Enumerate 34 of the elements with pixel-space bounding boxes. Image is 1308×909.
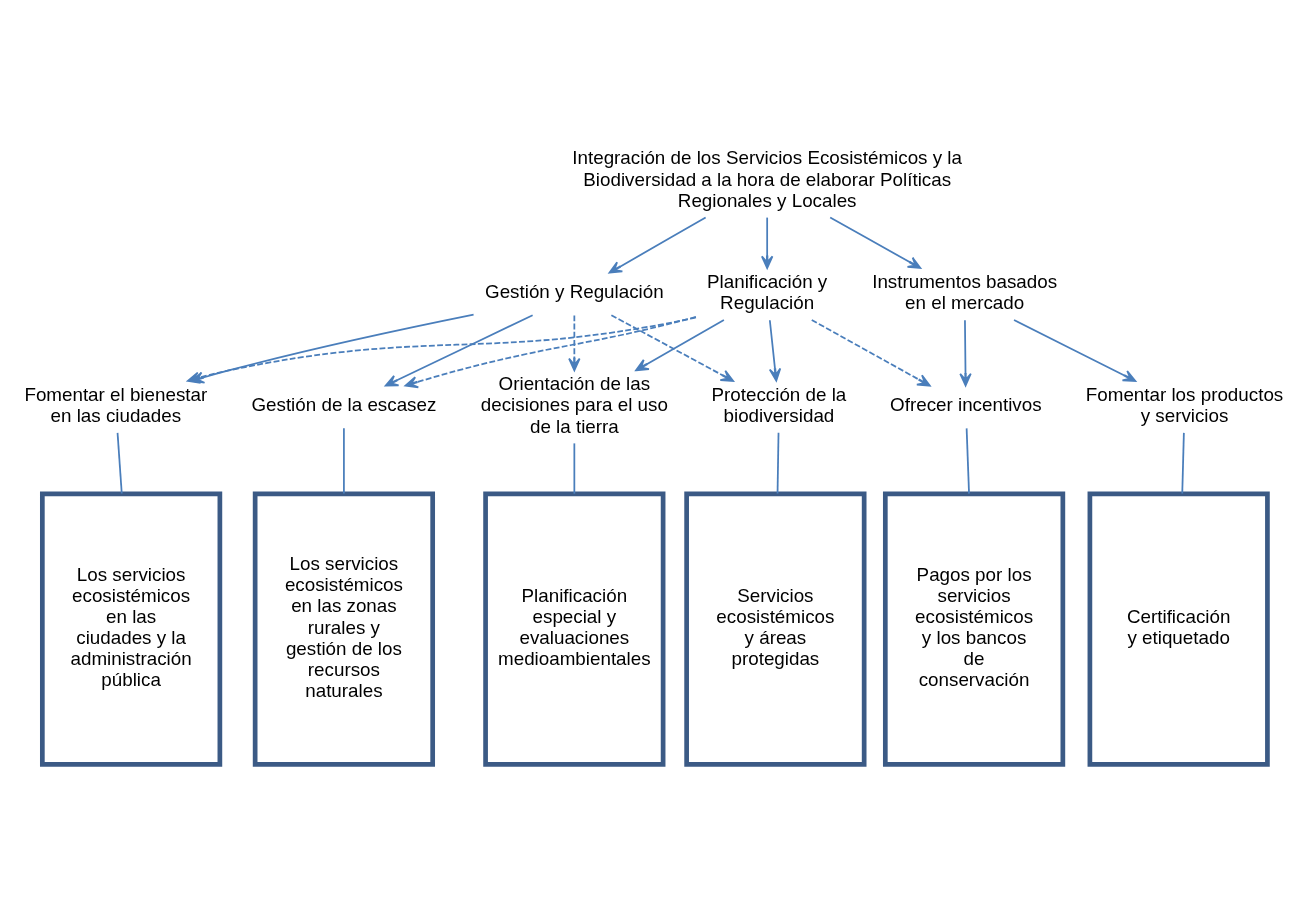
arrow: [568, 314, 581, 372]
arrow: [761, 216, 774, 269]
connector: [776, 432, 780, 495]
arrow: [608, 216, 707, 274]
node-box: Servicios ecosistémicos y áreas protegidas: [684, 491, 867, 767]
arrow: [404, 316, 697, 389]
arrow: [610, 314, 735, 382]
node-text: Fomentar el bienestar en las ciudades: [24, 383, 208, 426]
node-text: Orientación de las decisiones para el uso de la tierra: [480, 373, 668, 437]
connector: [573, 442, 576, 495]
connector: [343, 427, 345, 495]
node-text: Planificación y Regulación: [707, 270, 828, 314]
node-text: Ofrecer incentivos: [890, 394, 1042, 416]
node-box: Los servicios ecosistémicos en las zonas rurales y gestión de los recursos naturales: [252, 491, 436, 767]
arrow: [768, 319, 782, 382]
connector: [116, 432, 123, 495]
arrow: [829, 216, 922, 269]
node-text: Gestión de la escasez: [251, 394, 437, 416]
node-box: Planificación especial y evaluaciones medioambientales: [483, 491, 666, 767]
node-box: Pagos por los servicios ecosistémicos y los bancos de conservación: [882, 491, 1066, 767]
node-text: Instrumentos basados en el mercado: [872, 270, 1058, 314]
node-box: Certificación y etiquetado: [1087, 491, 1270, 767]
node-text: Fomentar los productos y servicios: [1085, 383, 1284, 426]
node-text: Integración de los Servicios Ecosistémicos y la Biodiversidad a la hora de elaborar Políticas Regionales y Locales: [572, 147, 962, 211]
arrow: [635, 319, 725, 372]
node-box: Los servicios ecosistémicos en las ciudades y la administración pública: [40, 491, 223, 767]
arrow: [1013, 319, 1137, 382]
node-text: Protección de la biodiversidad: [711, 383, 847, 426]
connector: [1181, 432, 1185, 495]
arrow: [384, 314, 534, 387]
connector: [965, 427, 970, 495]
node-text: Gestión y Regulación: [485, 281, 664, 303]
arrow: [810, 319, 931, 387]
arrow: [959, 319, 972, 387]
